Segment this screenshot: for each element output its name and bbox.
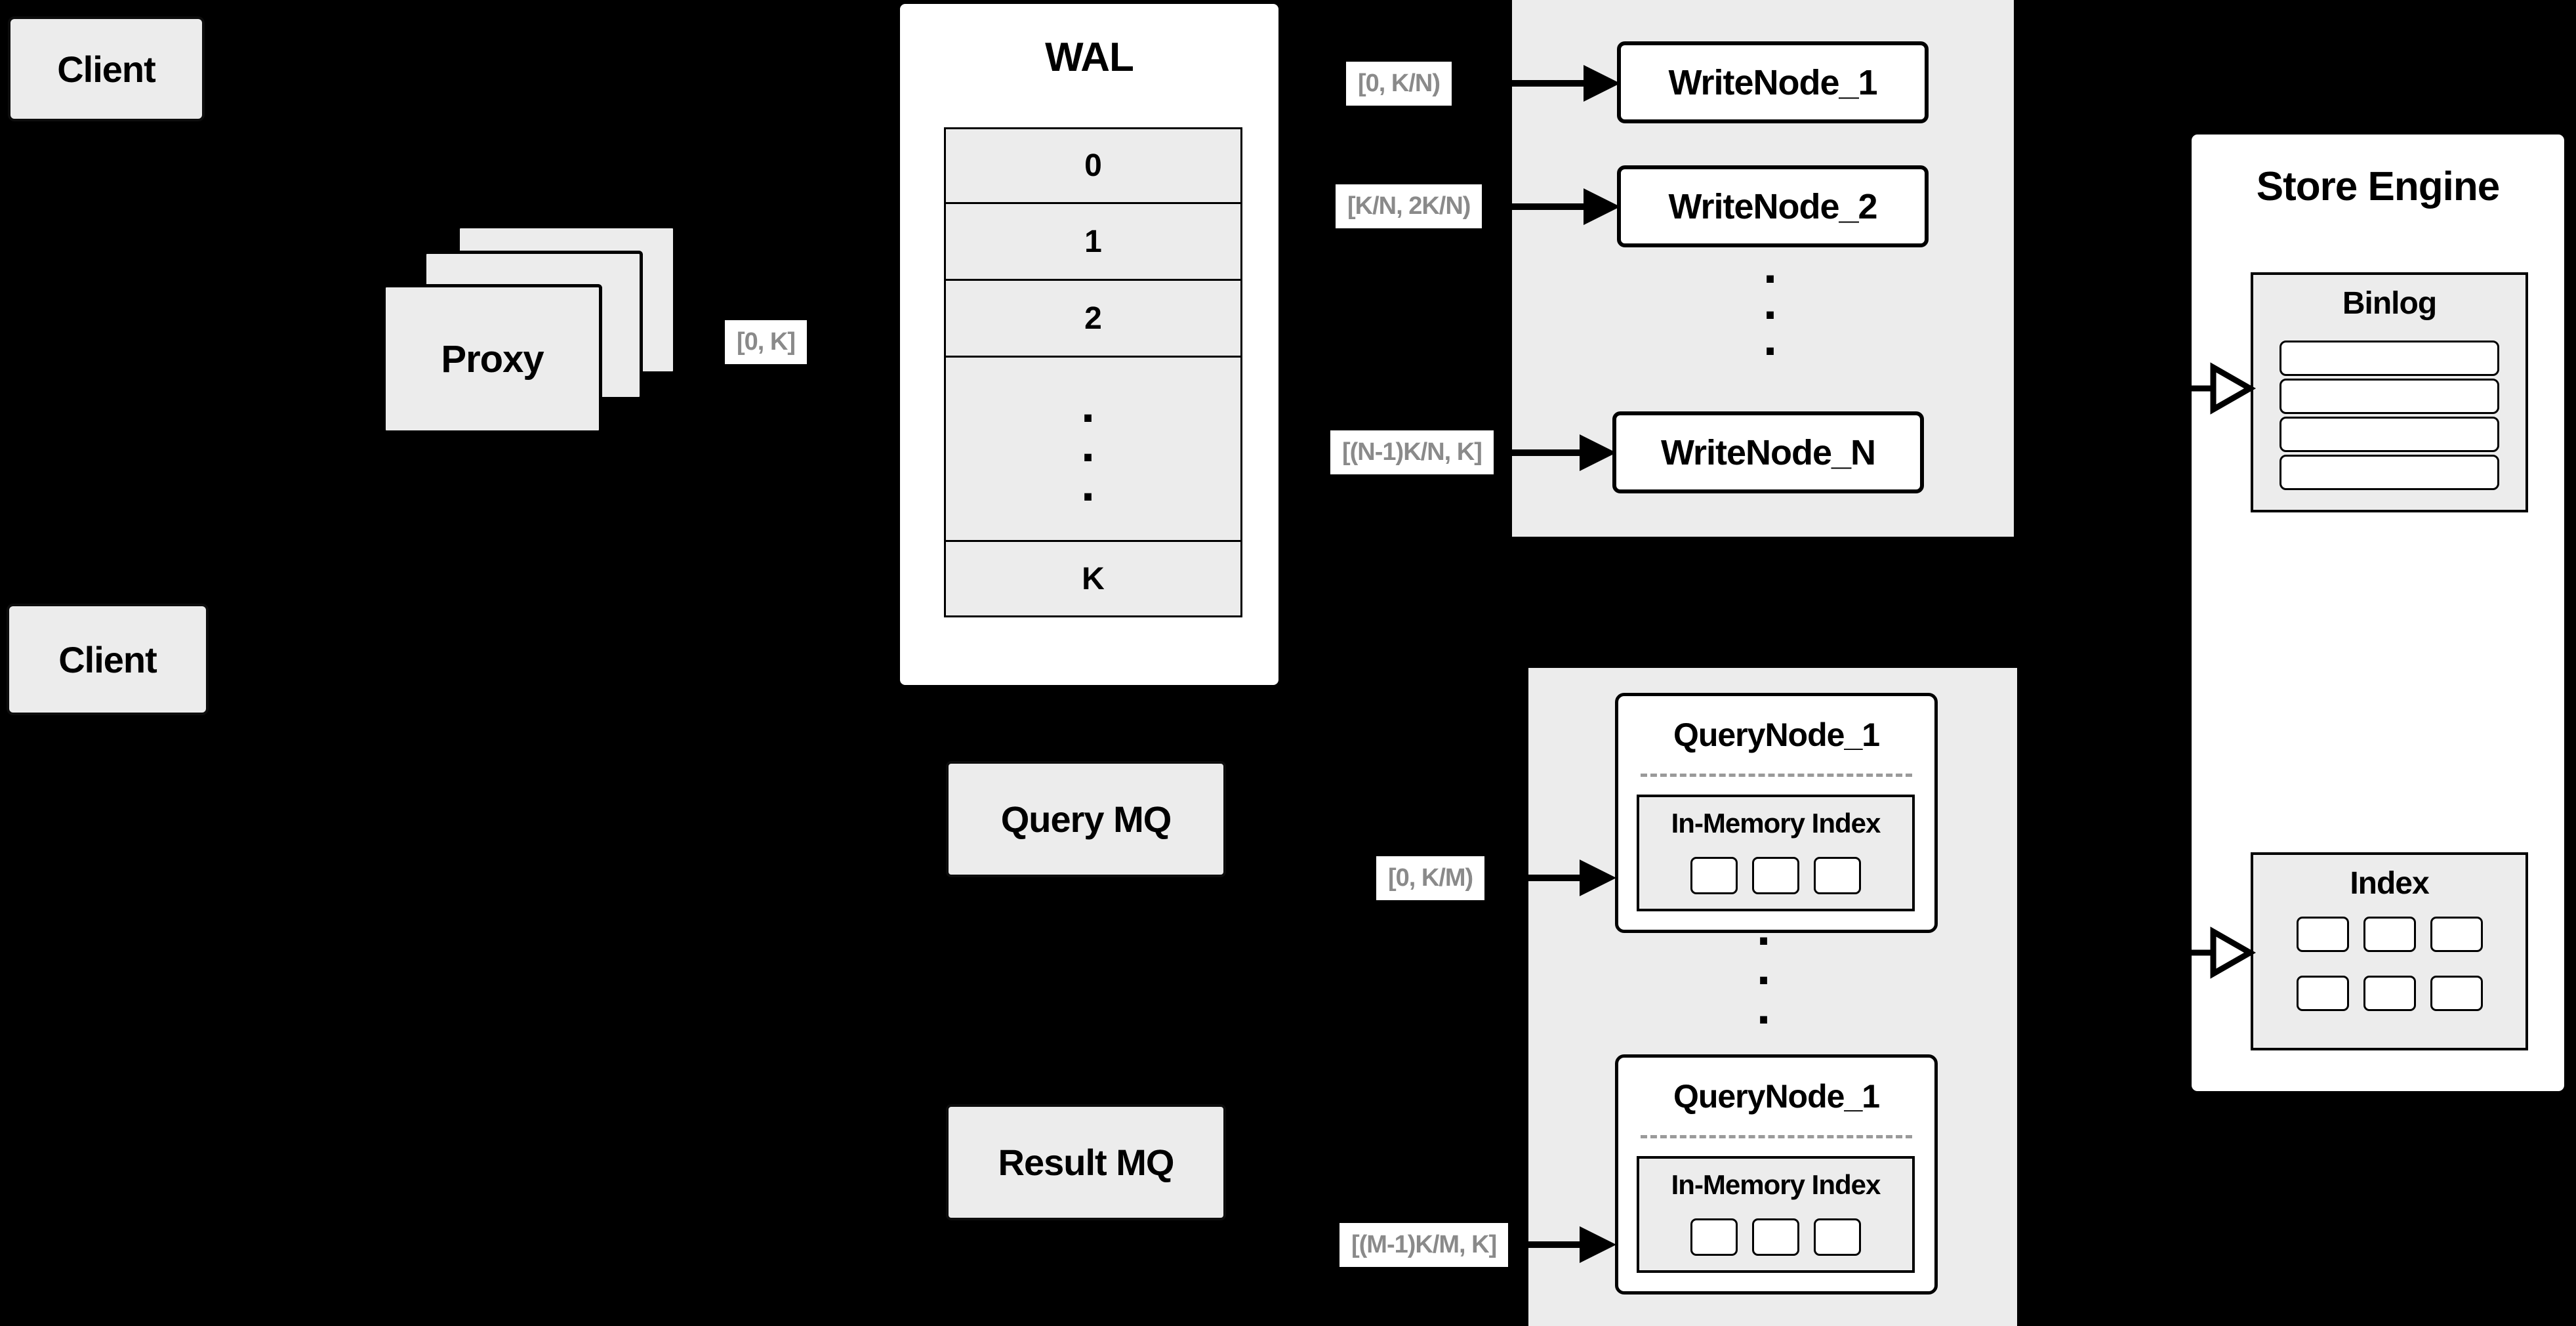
wal-box: WAL 0 1 2 K <box>897 1 1281 688</box>
writenode-1-label: WriteNode_1 <box>1668 62 1877 102</box>
index-segment-cell <box>2363 976 2416 1011</box>
wal-table: 0 1 2 K <box>944 127 1242 617</box>
binlog-box: Binlog <box>2251 272 2528 512</box>
wal-row-1: 1 <box>944 204 1242 281</box>
client-box-top: Client <box>8 16 205 121</box>
store-index-title: Index <box>2350 866 2429 901</box>
writenode-1-box: WriteNode_1 <box>1617 41 1929 123</box>
range-chip-writenode-1: [0, K/N) <box>1346 62 1452 106</box>
index-segment-cell <box>1752 1218 1799 1256</box>
client-top-label: Client <box>57 48 156 90</box>
writenode-2-label: WriteNode_2 <box>1668 186 1877 226</box>
binlog-segment-row <box>2280 455 2499 490</box>
wal-title: WAL <box>1045 35 1134 80</box>
client-box-bottom: Client <box>7 604 209 715</box>
wal-row-ellipsis <box>944 358 1242 542</box>
range-chip-querynode-m: [(M-1)K/M, K] <box>1339 1223 1509 1267</box>
range-chip-writenode-n: [(N-1)K/N, K] <box>1330 430 1494 474</box>
proxy-label: Proxy <box>441 337 544 381</box>
store-index-cells <box>2253 917 2525 1011</box>
result-mq-box: Result MQ <box>946 1104 1226 1220</box>
range-chip-querynode-1: [0, K/M) <box>1376 856 1485 900</box>
querynode-bottom-divider <box>1641 1135 1912 1138</box>
wal-row-k: K <box>944 542 1242 617</box>
in-memory-index-top-box: In-Memory Index <box>1637 795 1915 911</box>
wal-row-0: 0 <box>944 127 1242 204</box>
writenode-vertical-ellipsis: . . . <box>1763 238 1778 366</box>
querynode-top-label: QueryNode_1 <box>1673 716 1880 753</box>
binlog-segment-row <box>2280 417 2499 452</box>
index-segment-cell <box>1690 1218 1738 1256</box>
range-chip-writenode-2: [K/N, 2K/N) <box>1336 184 1482 228</box>
binlog-segment-row <box>2280 379 2499 414</box>
result-mq-label: Result MQ <box>998 1142 1175 1183</box>
wal-vertical-ellipsis: . . . <box>1081 377 1095 512</box>
writenode-n-box: WriteNode_N <box>1612 411 1924 493</box>
query-mq-label: Query MQ <box>1000 798 1172 840</box>
proxy-card-front: Proxy <box>382 284 602 434</box>
binlog-title: Binlog <box>2342 286 2437 321</box>
querynode-vertical-ellipsis: . . . <box>1757 900 1771 1035</box>
index-segment-cell <box>2296 976 2349 1011</box>
index-segment-cell <box>2430 917 2483 952</box>
in-memory-index-top-cells <box>1639 857 1912 894</box>
querynode-top-divider <box>1641 774 1912 777</box>
wal-row-0-label: 0 <box>1084 148 1102 183</box>
wal-row-1-label: 1 <box>1084 224 1102 259</box>
querynode-top-box: QueryNode_1 In-Memory Index <box>1615 693 1938 933</box>
index-segment-cell <box>1752 857 1799 894</box>
binlog-rows <box>2280 341 2499 490</box>
binlog-segment-row <box>2280 341 2499 376</box>
in-memory-index-bottom-label: In-Memory Index <box>1671 1169 1881 1200</box>
store-engine-box: Store Engine Binlog Index <box>2188 131 2567 1094</box>
index-segment-cell <box>1814 1218 1861 1256</box>
index-segment-cell <box>2296 917 2349 952</box>
index-segment-cell <box>1690 857 1738 894</box>
wal-row-k-label: K <box>1082 561 1105 596</box>
query-mq-box: Query MQ <box>946 761 1226 877</box>
querynode-bottom-box: QueryNode_1 In-Memory Index <box>1615 1054 1938 1295</box>
client-bottom-label: Client <box>58 638 157 680</box>
querynode-bottom-label: QueryNode_1 <box>1673 1078 1880 1115</box>
store-index-box: Index <box>2251 852 2528 1050</box>
writenode-n-label: WriteNode_N <box>1660 432 1876 472</box>
in-memory-index-top-label: In-Memory Index <box>1671 808 1881 839</box>
in-memory-index-bottom-cells <box>1639 1218 1912 1256</box>
index-segment-cell <box>2363 917 2416 952</box>
writenode-2-box: WriteNode_2 <box>1617 165 1929 247</box>
index-segment-cell <box>1814 857 1861 894</box>
in-memory-index-bottom-box: In-Memory Index <box>1637 1156 1915 1273</box>
range-chip-proxy-wal: [0, K] <box>725 320 807 364</box>
wal-row-2: 2 <box>944 281 1242 358</box>
store-engine-title: Store Engine <box>2256 164 2500 209</box>
index-segment-cell <box>2430 976 2483 1011</box>
wal-row-2-label: 2 <box>1084 300 1102 336</box>
